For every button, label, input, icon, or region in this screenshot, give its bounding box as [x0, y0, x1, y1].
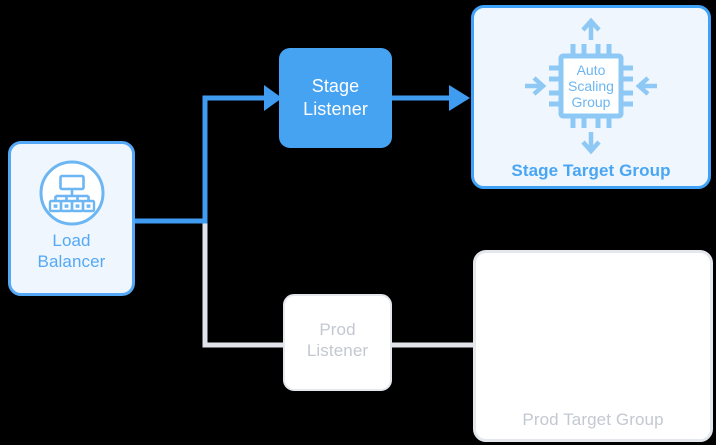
node-prod-target-group-label: Prod Target Group: [522, 410, 664, 429]
edge-load-balancer-to-stage-listener: [134, 95, 266, 224]
node-stage-target-group[interactable]: Auto Scaling Group Stage Target Group: [471, 5, 711, 189]
arrowhead-stage-listener-in: [264, 85, 282, 111]
node-prod-listener[interactable]: Prod Listener: [283, 294, 392, 391]
load-balancer-label-line1: Load: [52, 231, 91, 250]
node-stage-listener[interactable]: Stage Listener: [279, 48, 392, 148]
asg-icon-label-line1: Auto: [577, 62, 606, 78]
asg-icon-label-line3: Group: [572, 94, 611, 110]
prod-listener-label-line2: Listener: [306, 341, 369, 361]
edge-load-balancer-to-prod-listener: [202, 222, 285, 348]
auto-scaling-group-chip-icon: Auto Scaling Group: [521, 16, 661, 156]
network-hierarchy-icon: [38, 159, 106, 227]
node-stage-listener-label: Stage Listener: [279, 75, 392, 120]
asg-icon-label-line2: Scaling: [568, 78, 614, 94]
node-stage-target-group-label: Stage Target Group: [511, 161, 671, 180]
node-prod-target-group[interactable]: Prod Target Group: [473, 250, 713, 442]
node-load-balancer[interactable]: Load Balancer: [8, 141, 135, 296]
node-prod-listener-label: Prod Listener: [285, 319, 390, 362]
stage-listener-label-line2: Listener: [303, 98, 368, 119]
stage-listener-label-line1: Stage: [311, 76, 360, 96]
node-load-balancer-label: Load Balancer: [11, 230, 132, 273]
prod-listener-label-line1: Prod: [319, 320, 356, 339]
load-balancer-label-line2: Balancer: [37, 252, 106, 272]
arrowhead-stage-target-group-in: [449, 85, 470, 111]
